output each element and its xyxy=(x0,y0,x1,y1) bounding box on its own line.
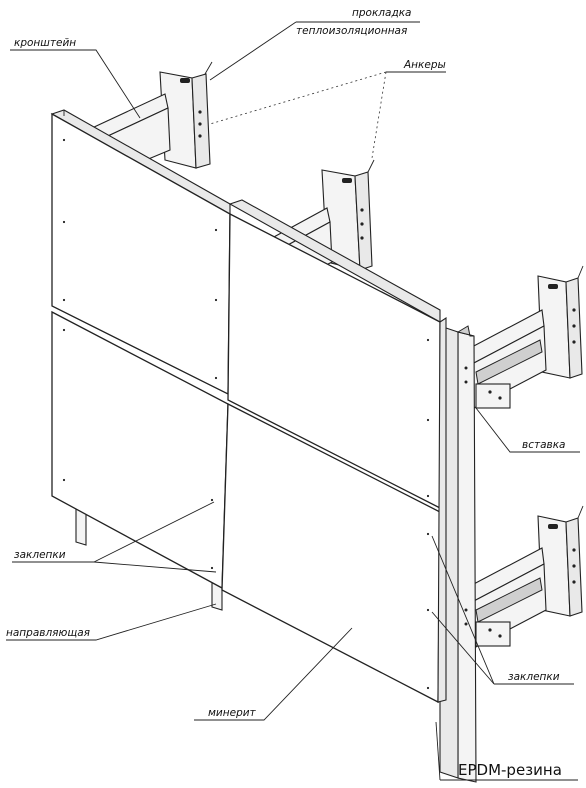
bracket-right-upper xyxy=(469,265,584,409)
bracket-right-lower xyxy=(469,505,584,649)
label-prokladka-2: теплоизоляционная xyxy=(296,25,407,37)
minerit-panels xyxy=(50,109,447,704)
rivet-dots xyxy=(62,138,430,690)
label-kronshtein: кронштейн xyxy=(14,37,76,49)
label-prokladka: прокладка xyxy=(352,7,411,19)
label-minerit: минерит xyxy=(208,707,257,719)
label-napravlyayushchaya: направляющая xyxy=(6,627,90,639)
label-vstavka: вставка xyxy=(522,439,565,451)
label-epdm: EPDM-резина xyxy=(458,761,562,779)
label-ankery: Анкеры xyxy=(403,59,446,71)
label-zaklepki-left: заклепки xyxy=(14,549,66,561)
bracket-upper-middle xyxy=(271,159,375,291)
label-zaklepki-right: заклепки xyxy=(508,671,560,683)
leader-lines xyxy=(6,21,580,781)
